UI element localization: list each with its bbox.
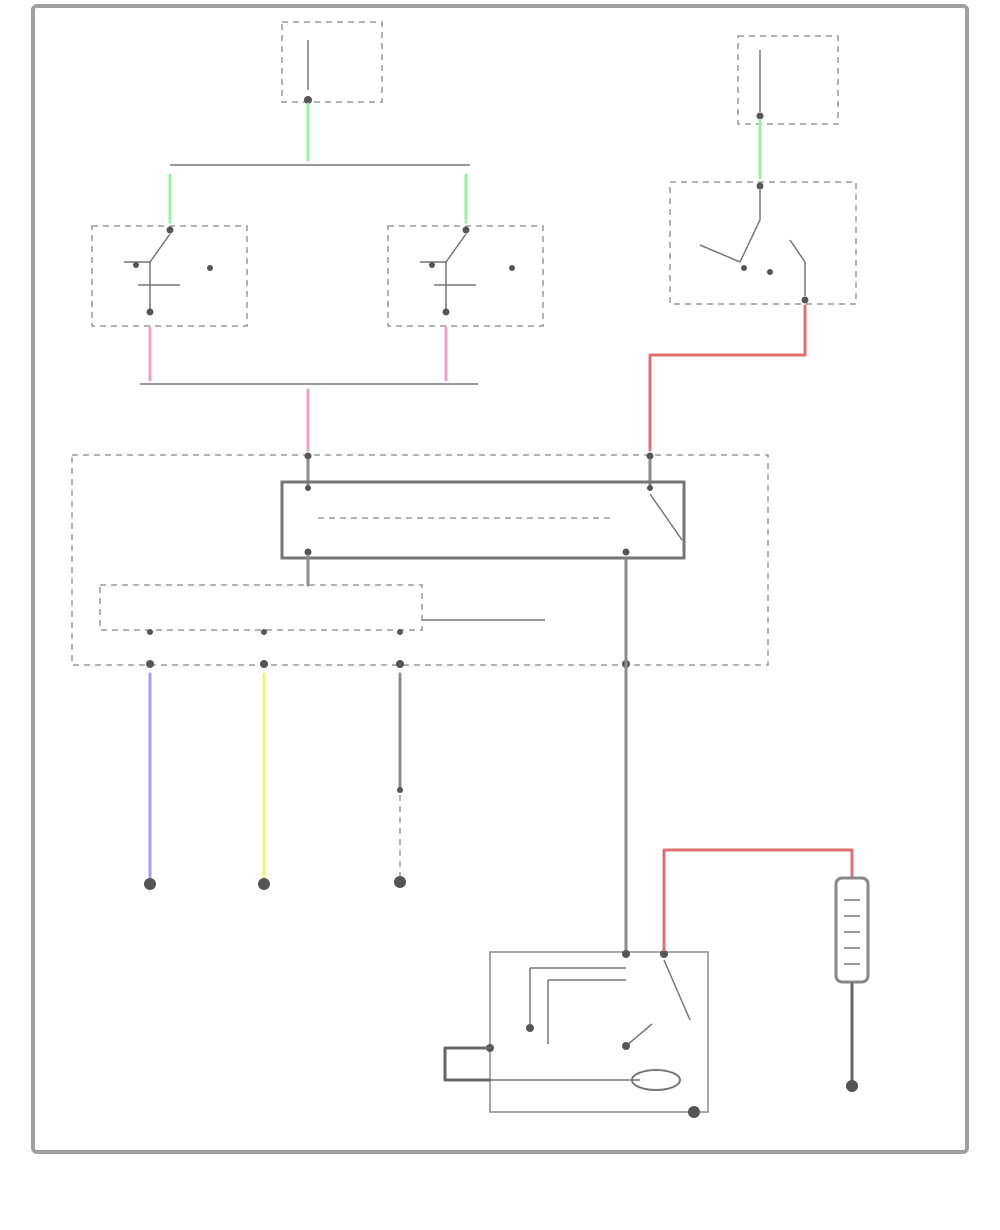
terminal-ecu [394,876,406,888]
wire-red-battery [662,848,854,952]
left-switch [91,225,248,327]
wire-red-combo [648,304,807,452]
control-unit [99,584,545,635]
battery-ground [846,1080,858,1092]
ignition-relay [737,35,839,125]
terminal-blue [144,878,156,890]
starter-relay [280,480,686,560]
battery [834,876,870,984]
starter-motor [443,950,709,1118]
right-switch [387,225,544,327]
combo-switch [669,181,857,305]
terminal-yellow [258,878,270,890]
fuse-block [281,21,383,104]
diagram-frame [31,4,969,1154]
